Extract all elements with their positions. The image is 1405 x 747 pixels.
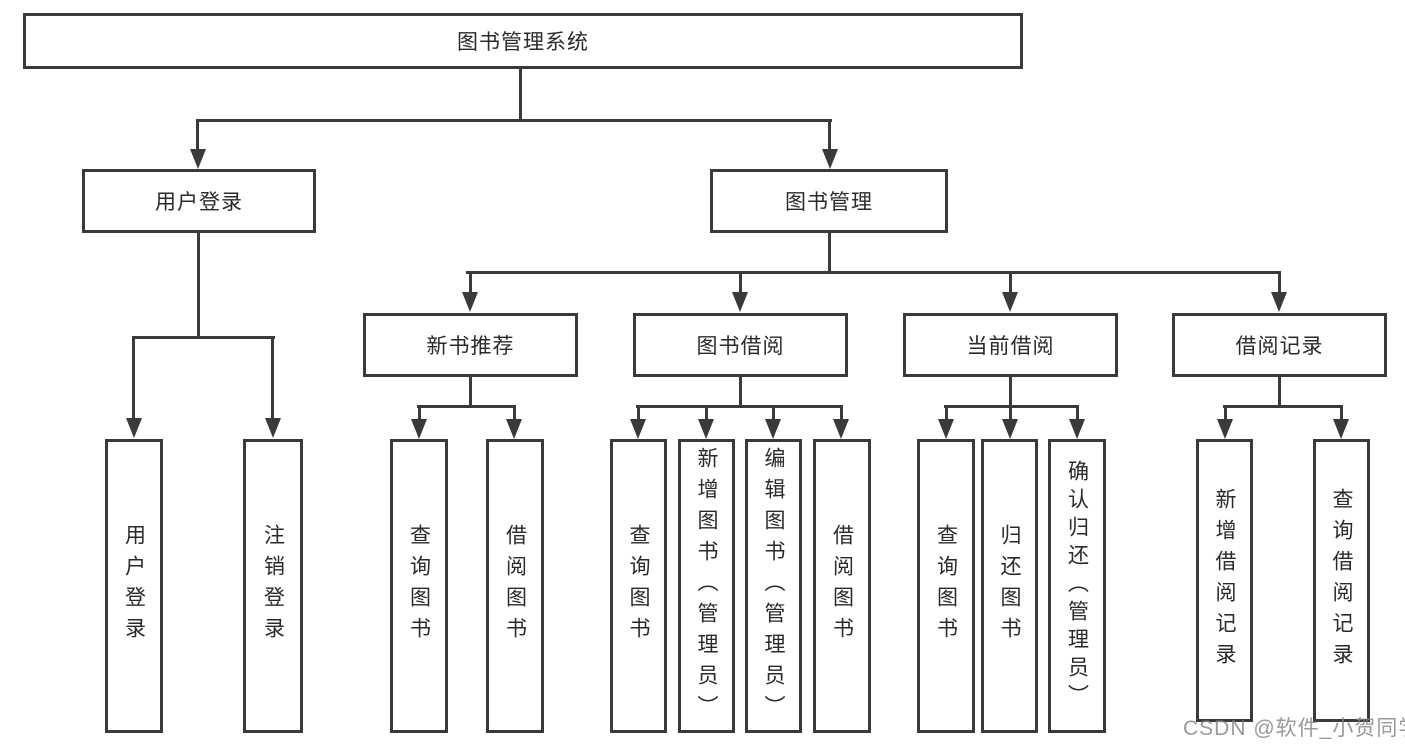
connector-g2-stem xyxy=(469,377,472,407)
arrowhead-new-book xyxy=(462,292,478,312)
node-book-borrow: 图书借阅 xyxy=(633,313,848,377)
leaf-logout-label: 注销登录 xyxy=(261,524,285,648)
connector-g5-drop-2 xyxy=(1340,405,1343,421)
arrowhead-g4-leaf-1 xyxy=(938,419,954,439)
leaf-current-return-label: 归还图书 xyxy=(998,524,1021,648)
connector-g4-drop-1 xyxy=(945,405,948,421)
leaf-newbook-query-label: 查询图书 xyxy=(407,524,431,648)
leaf-borrow-query-label: 查询图书 xyxy=(627,524,650,648)
arrowhead-borrow-records xyxy=(1271,292,1287,312)
arrowhead-leaf-user-login xyxy=(126,418,142,438)
leaf-current-confirm: 确认归还（管理员） xyxy=(1048,439,1106,733)
connector-l2-drop-right xyxy=(828,119,831,152)
connector-l3-drop-3 xyxy=(1009,271,1012,295)
connector-g3-drop-2 xyxy=(705,405,708,421)
connector-g4-drop-2 xyxy=(1009,405,1012,421)
csdn-watermark: CSDN @软件_小贺同学 xyxy=(1183,717,1405,740)
leaf-borrow-edit: 编辑图书（管理员） xyxy=(745,439,802,733)
node-book-mgmt: 图书管理 xyxy=(710,169,948,233)
leaf-logout: 注销登录 xyxy=(243,439,303,733)
connector-g2-rail xyxy=(417,405,516,408)
leaf-user-login: 用户登录 xyxy=(105,439,163,733)
node-user-login-label: 用户登录 xyxy=(155,191,243,214)
connector-g5-stem xyxy=(1278,377,1281,407)
leaf-borrow-edit-label: 编辑图书（管理员） xyxy=(762,446,785,726)
leaf-newbook-borrow-label: 借阅图书 xyxy=(503,524,527,648)
arrowhead-current-borrow xyxy=(1002,292,1018,312)
node-current-borrow: 当前借阅 xyxy=(903,313,1118,377)
leaf-current-query: 查询图书 xyxy=(917,439,975,733)
leaf-borrow-add-label: 新增图书（管理员） xyxy=(695,446,718,726)
leaf-user-login-label: 用户登录 xyxy=(122,524,146,648)
connector-g3-stem xyxy=(739,377,742,407)
connector-g4-drop-3 xyxy=(1076,405,1079,421)
connector-l3-drop-1 xyxy=(469,271,472,295)
node-book-mgmt-label: 图书管理 xyxy=(785,191,873,214)
connector-user-drop-1 xyxy=(132,336,135,421)
leaf-borrow-query: 查询图书 xyxy=(610,439,667,733)
connector-root-stem xyxy=(519,67,522,122)
node-new-book-label: 新书推荐 xyxy=(426,335,515,358)
connector-l3-drop-4 xyxy=(1278,271,1281,295)
node-borrow-records: 借阅记录 xyxy=(1172,313,1387,377)
node-borrow-records-label: 借阅记录 xyxy=(1235,335,1324,358)
leaf-records-query-label: 查询借阅记录 xyxy=(1330,487,1353,674)
leaf-newbook-borrow: 借阅图书 xyxy=(486,439,544,733)
leaf-current-query-label: 查询图书 xyxy=(934,524,958,648)
node-root: 图书管理系统 xyxy=(23,13,1023,69)
leaf-current-return: 归还图书 xyxy=(981,439,1038,733)
node-new-book: 新书推荐 xyxy=(363,313,578,377)
arrowhead-g3-leaf-4 xyxy=(833,419,849,439)
arrowhead-book-borrow xyxy=(732,292,748,312)
arrowhead-leaf-logout xyxy=(265,418,281,438)
connector-user-drop-2 xyxy=(271,336,274,421)
leaf-newbook-query: 查询图书 xyxy=(390,439,448,733)
leaf-records-add-label: 新增借阅记录 xyxy=(1213,487,1236,674)
arrowhead-g2-leaf-1 xyxy=(411,419,427,439)
leaf-borrow-book-label: 借阅图书 xyxy=(830,524,854,648)
arrowhead-g3-leaf-2 xyxy=(698,419,714,439)
node-book-borrow-label: 图书借阅 xyxy=(696,335,785,358)
arrowhead-g5-leaf-1 xyxy=(1217,419,1233,439)
connector-g3-drop-4 xyxy=(840,405,843,421)
connector-g2-drop-1 xyxy=(418,405,421,421)
connector-user-stem xyxy=(197,233,200,338)
connector-g3-rail xyxy=(636,405,843,408)
connector-l2-rail xyxy=(196,119,832,122)
leaf-current-confirm-label: 确认归还（管理员） xyxy=(1065,460,1089,712)
connector-g4-stem xyxy=(1009,377,1012,407)
leaf-records-add: 新增借阅记录 xyxy=(1196,439,1253,722)
node-root-label: 图书管理系统 xyxy=(457,31,589,54)
connector-g2-drop-2 xyxy=(513,405,516,421)
connector-g3-drop-1 xyxy=(637,405,640,421)
leaf-borrow-add: 新增图书（管理员） xyxy=(678,439,735,733)
connector-l3-rail xyxy=(466,271,1281,274)
arrowhead-g5-leaf-2 xyxy=(1333,419,1349,439)
connector-user-rail xyxy=(132,336,275,339)
connector-l2-drop-left xyxy=(196,119,199,152)
connector-g3-drop-3 xyxy=(772,405,775,421)
arrowhead-user-login xyxy=(190,149,206,169)
node-current-borrow-label: 当前借阅 xyxy=(966,335,1055,358)
arrowhead-book-mgmt xyxy=(822,149,838,169)
leaf-borrow-book: 借阅图书 xyxy=(813,439,871,733)
connector-mgmt-stem xyxy=(828,233,831,274)
leaf-records-query: 查询借阅记录 xyxy=(1313,439,1370,722)
node-user-login: 用户登录 xyxy=(82,169,316,233)
arrowhead-g4-leaf-2 xyxy=(1002,419,1018,439)
connector-g5-rail xyxy=(1223,405,1343,408)
arrowhead-g3-leaf-3 xyxy=(765,419,781,439)
connector-l3-drop-2 xyxy=(739,271,742,295)
arrowhead-g4-leaf-3 xyxy=(1069,419,1085,439)
arrowhead-g3-leaf-1 xyxy=(630,419,646,439)
connector-g5-drop-1 xyxy=(1224,405,1227,421)
arrowhead-g2-leaf-2 xyxy=(506,419,522,439)
